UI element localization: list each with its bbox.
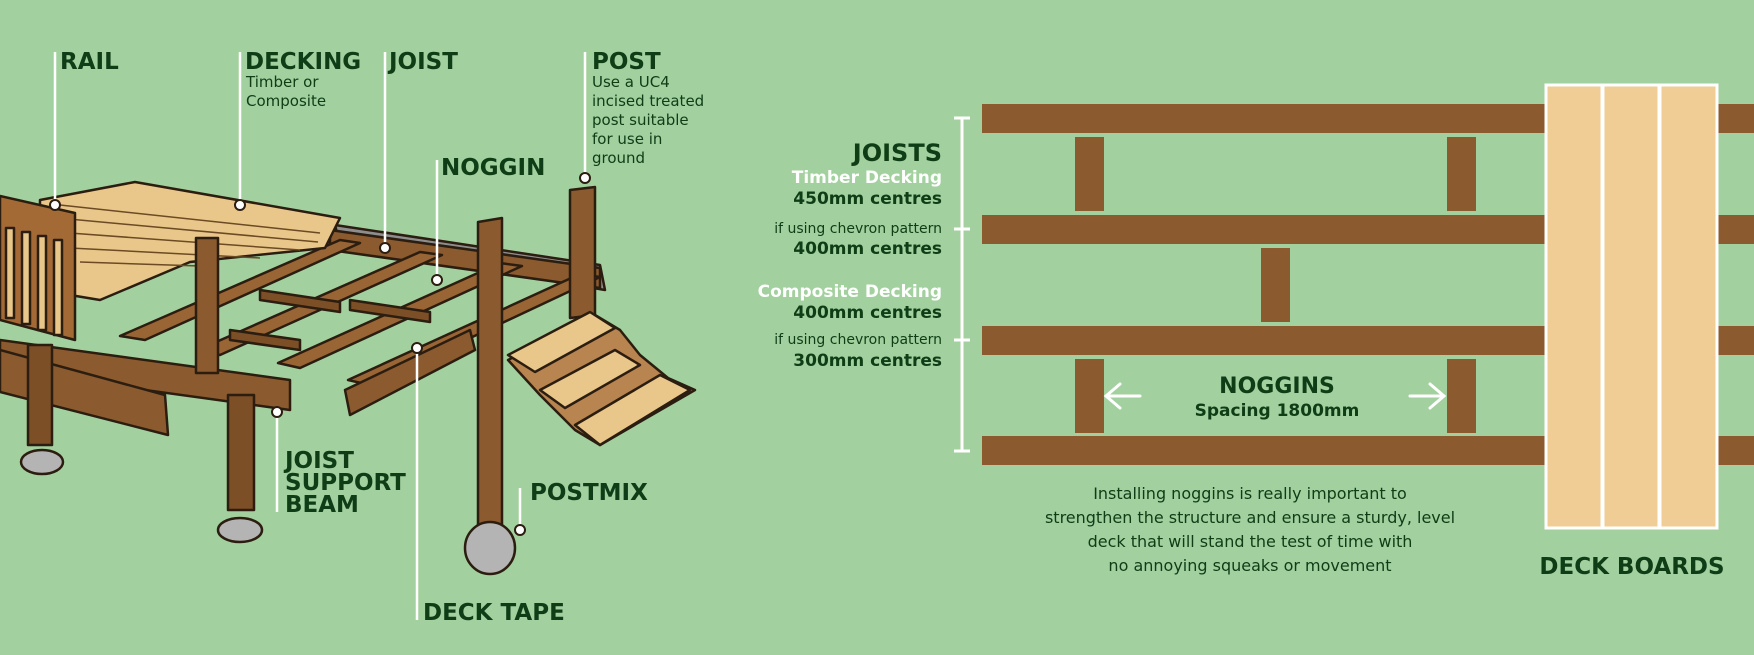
noggin-2 <box>348 298 432 324</box>
label-composite-centres: 400mm centres <box>793 303 942 323</box>
label-post: POST <box>592 49 661 75</box>
leg-1 <box>26 343 54 447</box>
label-joist-support-1: JOIST <box>283 448 354 474</box>
label-deck-boards: DECK BOARDS <box>1539 554 1724 580</box>
rail-spindles <box>4 226 64 337</box>
decking-boards <box>38 180 342 302</box>
label-decking: DECKING <box>245 49 361 75</box>
noggin-3 <box>228 328 302 352</box>
stair-treads <box>506 310 692 447</box>
joist-support-beam <box>0 338 292 412</box>
noggin-1 <box>258 288 342 314</box>
joist-dimension-bar <box>954 116 970 453</box>
postmix-footing <box>463 520 517 576</box>
leader-lines <box>53 52 587 620</box>
label-chevron-2: if using chevron pattern <box>774 332 942 348</box>
label-post-sub-5: ground <box>592 149 645 167</box>
label-joist: JOIST <box>387 49 458 75</box>
label-post-sub-3: post suitable <box>592 111 689 129</box>
label-post-sub-4: for use in <box>592 130 662 148</box>
arrow-right-icon <box>1408 382 1447 410</box>
deck-boards <box>1544 83 1719 530</box>
label-post-sub-1: Use a UC4 <box>592 73 670 91</box>
plan-noggin-5 <box>1447 359 1476 433</box>
info-line-2: strengthen the structure and ensure a st… <box>1045 508 1455 527</box>
decking-board-lines <box>55 204 321 267</box>
plan-noggin-2 <box>1447 137 1476 211</box>
arrow-left-icon <box>1103 382 1142 410</box>
leader-dots <box>49 172 591 536</box>
leg-2 <box>226 393 256 512</box>
joist-1 <box>118 238 362 342</box>
plan-noggin-1 <box>1075 137 1104 211</box>
label-deck-tape: DECK TAPE <box>423 600 565 626</box>
footing-2 <box>216 516 264 544</box>
label-composite-decking: Composite Decking <box>758 282 942 302</box>
label-timber-centres: 450mm centres <box>793 189 942 209</box>
beam-right <box>343 328 477 417</box>
label-chevron-1: if using chevron pattern <box>774 221 942 237</box>
info-line-1: Installing noggins is really important t… <box>1093 484 1407 503</box>
joist-plan <box>954 83 1754 530</box>
corner-post <box>194 236 220 375</box>
plan-noggin-4 <box>1075 359 1104 433</box>
post-2 <box>568 185 597 320</box>
label-joist-support-2: SUPPORT <box>285 470 406 496</box>
label-joist-support-3: BEAM <box>285 492 359 518</box>
label-chevron-2-centres: 300mm centres <box>793 351 942 371</box>
label-noggins-spacing: Spacing 1800mm <box>1195 401 1360 421</box>
label-timber-decking: Timber Decking <box>792 168 942 188</box>
label-decking-sub-1: Timber or <box>245 73 319 91</box>
deck-illustration <box>0 180 697 576</box>
info-line-3: deck that will stand the test of time wi… <box>1088 532 1413 551</box>
footing-1 <box>19 448 65 476</box>
label-noggin: NOGGIN <box>441 155 545 181</box>
label-rail: RAIL <box>60 49 119 75</box>
label-noggins: NOGGINS <box>1219 374 1335 399</box>
label-postmix: POSTMIX <box>530 480 648 506</box>
label-chevron-1-centres: 400mm centres <box>793 239 942 259</box>
label-decking-sub-2: Composite <box>246 92 326 110</box>
post-1 <box>476 216 504 540</box>
info-line-4: no annoying squeaks or movement <box>1108 556 1391 575</box>
plan-noggin-3 <box>1261 248 1290 322</box>
label-joists: JOISTS <box>851 139 942 167</box>
label-post-sub-2: incised treated <box>592 92 704 110</box>
